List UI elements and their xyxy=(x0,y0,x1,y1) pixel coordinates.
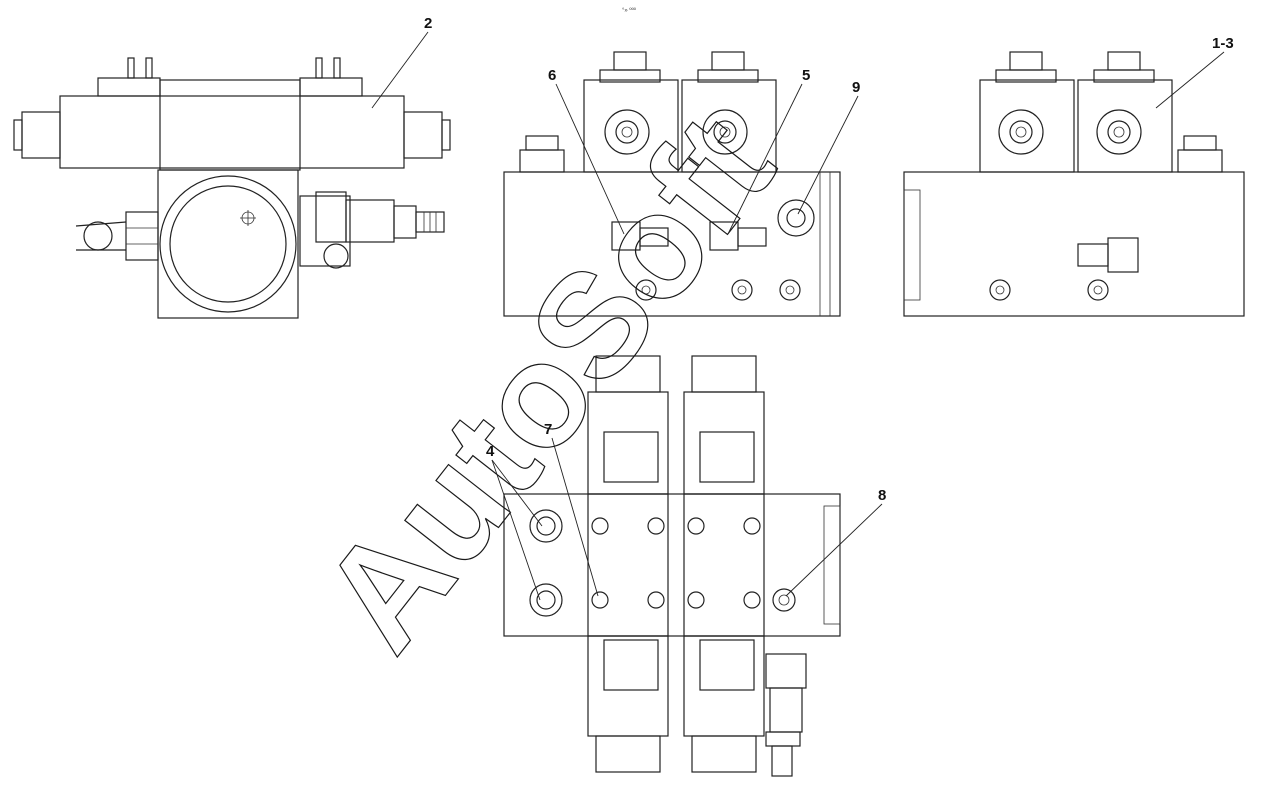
callout-4: 4 xyxy=(486,443,495,460)
callouts: 2 6 5 9 1-3 4 7 8 xyxy=(371,15,1234,601)
callout-9: 9 xyxy=(852,79,860,96)
callout-5: 5 xyxy=(802,67,810,84)
callout-6: 6 xyxy=(548,67,556,84)
callout-7: 7 xyxy=(544,421,552,438)
side-view xyxy=(13,57,451,319)
front-view xyxy=(503,51,1245,317)
header-mark: °» ººº xyxy=(622,7,637,14)
callout-2: 2 xyxy=(424,15,432,32)
callout-8: 8 xyxy=(878,487,886,504)
callout-1-3: 1-3 xyxy=(1212,35,1234,52)
top-view xyxy=(503,355,841,777)
